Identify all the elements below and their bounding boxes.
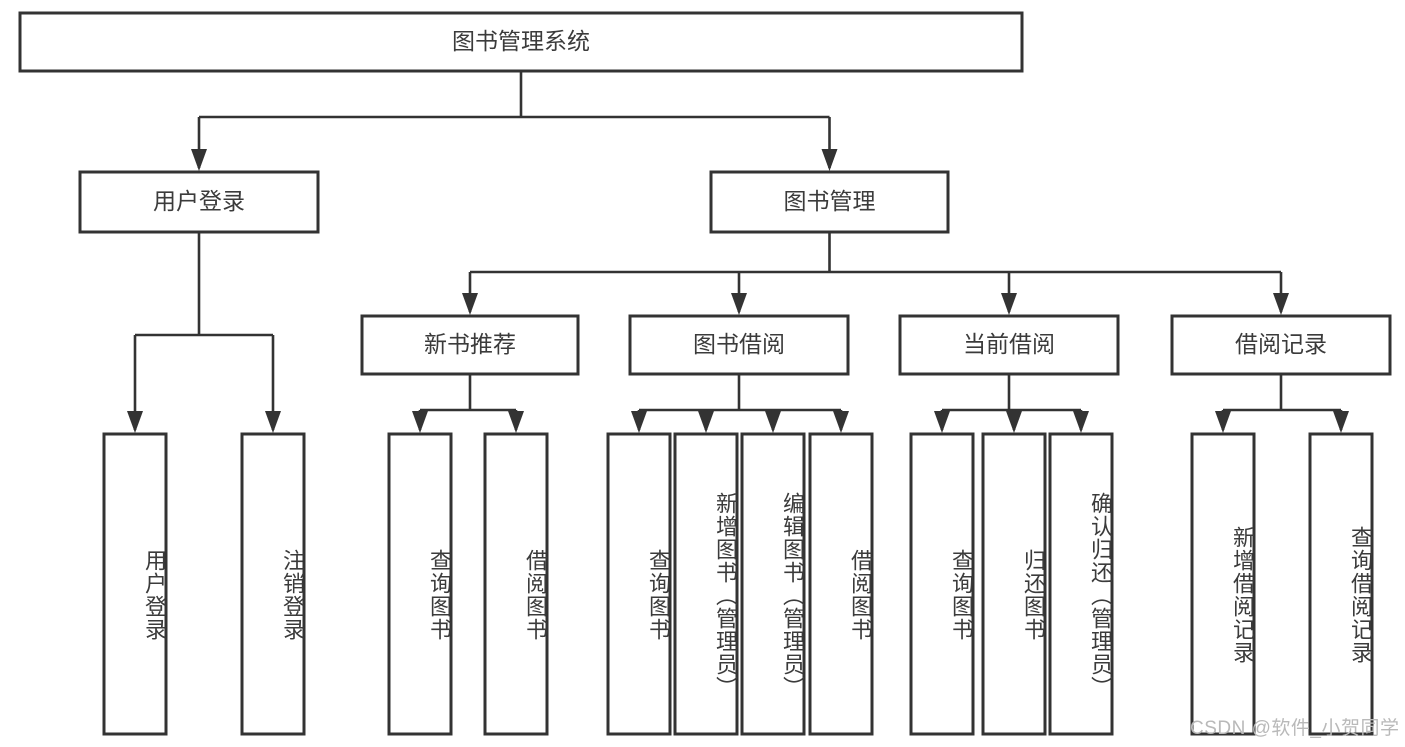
- arrow-head-icon-book-borrow: [731, 293, 747, 315]
- node-leaf-query-book-3-box[interactable]: [909, 432, 975, 736]
- node-leaf-confirm-return-admin-box[interactable]: [1048, 432, 1114, 736]
- node-current-borrow-label: 当前借阅: [963, 331, 1055, 357]
- node-leaf-return-book-box[interactable]: [981, 432, 1047, 736]
- node-book-borrow-label: 图书借阅: [693, 331, 785, 357]
- node-new-book-recommend-label: 新书推荐: [424, 331, 516, 357]
- boxes-layer: [18, 11, 1392, 736]
- node-leaf-user-logout-box[interactable]: [240, 432, 306, 736]
- arrow-head-icon-leaf-add-book-admin: [698, 411, 714, 433]
- arrow-head-icon-leaf-add-borrow-record: [1215, 411, 1231, 433]
- arrow-head-icon-leaf-edit-book-admin: [765, 411, 781, 433]
- node-leaf-edit-book-admin-box[interactable]: [740, 432, 806, 736]
- node-leaf-borrow-book-2-box[interactable]: [808, 432, 874, 736]
- arrow-head-icon-current-borrow: [1001, 293, 1017, 315]
- node-leaf-user-login-box[interactable]: [102, 432, 168, 736]
- node-book-management-label: 图书管理: [784, 188, 876, 214]
- arrow-head-icon-leaf-user-logout: [265, 411, 281, 433]
- node-book-management-box[interactable]: [709, 170, 950, 234]
- arrow-head-icon-new-book-recommend: [462, 293, 478, 315]
- arrow-head-icon-leaf-borrow-book-1: [508, 411, 524, 433]
- node-title-box[interactable]: [18, 11, 1024, 73]
- arrow-head-icon-leaf-query-book-2: [631, 411, 647, 433]
- node-leaf-add-borrow-record-box[interactable]: [1190, 432, 1256, 736]
- node-leaf-query-book-2-box[interactable]: [606, 432, 672, 736]
- arrow-head-icon-leaf-query-book-3: [934, 411, 950, 433]
- node-user-login-label: 用户登录: [153, 188, 245, 214]
- node-book-borrow-box[interactable]: [628, 314, 850, 376]
- arrow-head-icon-book-management: [821, 149, 838, 171]
- arrow-head-icon-leaf-borrow-book-2: [833, 411, 849, 433]
- arrow-head-icon-borrow-record: [1273, 293, 1289, 315]
- node-current-borrow-box[interactable]: [898, 314, 1120, 376]
- arrow-head-icon-leaf-confirm-return-admin: [1073, 411, 1089, 433]
- watermark-text: CSDN @软件_小贺同学: [1190, 718, 1400, 739]
- node-leaf-query-borrow-record-box[interactable]: [1308, 432, 1374, 736]
- arrow-head-icon-leaf-query-borrow-record: [1333, 411, 1349, 433]
- arrow-head-icon-leaf-query-book-1: [412, 411, 428, 433]
- node-leaf-query-book-1-box[interactable]: [387, 432, 453, 736]
- connectors-layer: [127, 71, 1349, 433]
- node-user-login-box[interactable]: [78, 170, 320, 234]
- arrow-head-icon-user-login: [191, 149, 207, 171]
- node-new-book-recommend-box[interactable]: [360, 314, 580, 376]
- node-borrow-record-box[interactable]: [1170, 314, 1392, 376]
- arrow-head-icon-leaf-user-login: [127, 411, 143, 433]
- node-borrow-record-label: 借阅记录: [1235, 331, 1327, 357]
- node-leaf-add-book-admin-box[interactable]: [673, 432, 739, 736]
- node-leaf-borrow-book-1-box[interactable]: [483, 432, 549, 736]
- node-title-label: 图书管理系统: [452, 28, 590, 54]
- arrow-head-icon-leaf-return-book: [1006, 411, 1022, 433]
